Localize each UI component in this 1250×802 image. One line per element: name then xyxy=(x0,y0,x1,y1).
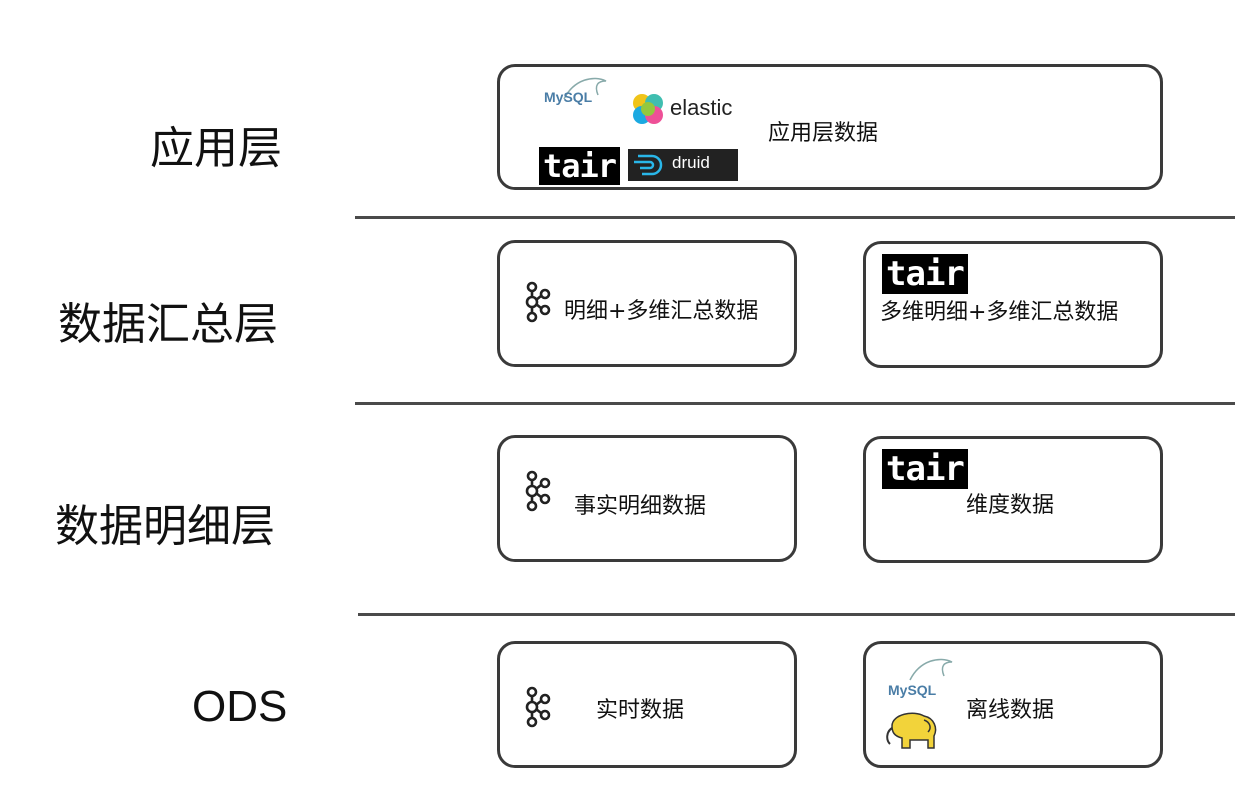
app-layer-box: MySQL elastic tair druid 应用层数据 xyxy=(497,64,1163,190)
summary-right-label: 多维明细+多维汇总数据 xyxy=(880,300,1119,325)
ods-right-box: MySQL 离线数据 xyxy=(863,641,1163,768)
hadoop-elephant-icon xyxy=(886,712,937,749)
detail-left-label: 事实明细数据 xyxy=(574,494,707,519)
detail-left-box: 事实明细数据 xyxy=(497,435,797,562)
kafka-icon xyxy=(525,281,551,323)
tair-logo: tair xyxy=(539,147,621,185)
layer-label-application: 应用层 xyxy=(150,123,282,174)
elastic-logo: elastic xyxy=(630,89,740,129)
ods-left-box: 实时数据 xyxy=(497,641,797,768)
detail-right-box: tair 维度数据 xyxy=(863,436,1163,563)
ods-left-label: 实时数据 xyxy=(596,698,685,723)
divider-2 xyxy=(355,402,1235,405)
druid-icon xyxy=(634,154,663,176)
ods-right-label: 离线数据 xyxy=(966,698,1055,723)
summary-right-box: tair 多维明细+多维汇总数据 xyxy=(863,241,1163,368)
layer-label-summary: 数据汇总层 xyxy=(58,299,278,350)
druid-logo: druid xyxy=(628,149,738,181)
summary-left-label: 明细+多维汇总数据 xyxy=(564,299,759,324)
detail-right-label: 维度数据 xyxy=(966,493,1055,518)
summary-left-box: 明细+多维汇总数据 xyxy=(497,240,797,367)
kafka-icon xyxy=(525,470,551,512)
tair-logo: tair xyxy=(882,254,968,294)
divider-3 xyxy=(358,613,1235,616)
layer-label-detail: 数据明细层 xyxy=(55,501,275,552)
elastic-icon xyxy=(633,94,663,124)
app-layer-data-label: 应用层数据 xyxy=(768,121,879,146)
tair-logo: tair xyxy=(882,449,968,489)
dolphin-icon xyxy=(909,658,953,681)
dolphin-icon xyxy=(563,77,607,100)
kafka-icon xyxy=(525,686,551,728)
divider-1 xyxy=(355,216,1235,219)
layer-label-ods: ODS xyxy=(192,682,288,731)
